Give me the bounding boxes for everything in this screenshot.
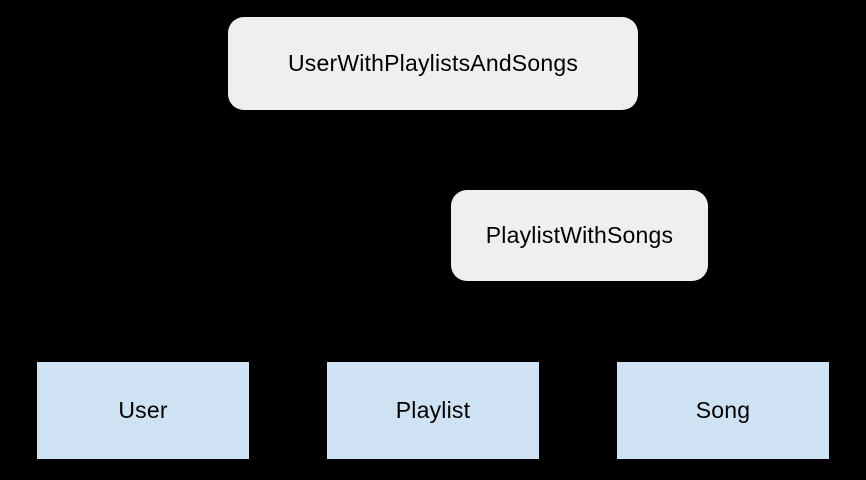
node-song: Song [616,361,830,460]
node-label: UserWithPlaylistsAndSongs [287,50,579,76]
node-playlist: Playlist [326,361,540,460]
node-playlist-with-songs: PlaylistWithSongs [451,190,708,281]
node-user-with-playlists-and-songs: UserWithPlaylistsAndSongs [228,17,638,110]
node-label: Song [695,397,751,423]
node-label: PlaylistWithSongs [485,222,674,248]
node-user: User [36,361,250,460]
node-label: User [118,397,168,423]
node-label: Playlist [395,397,471,423]
